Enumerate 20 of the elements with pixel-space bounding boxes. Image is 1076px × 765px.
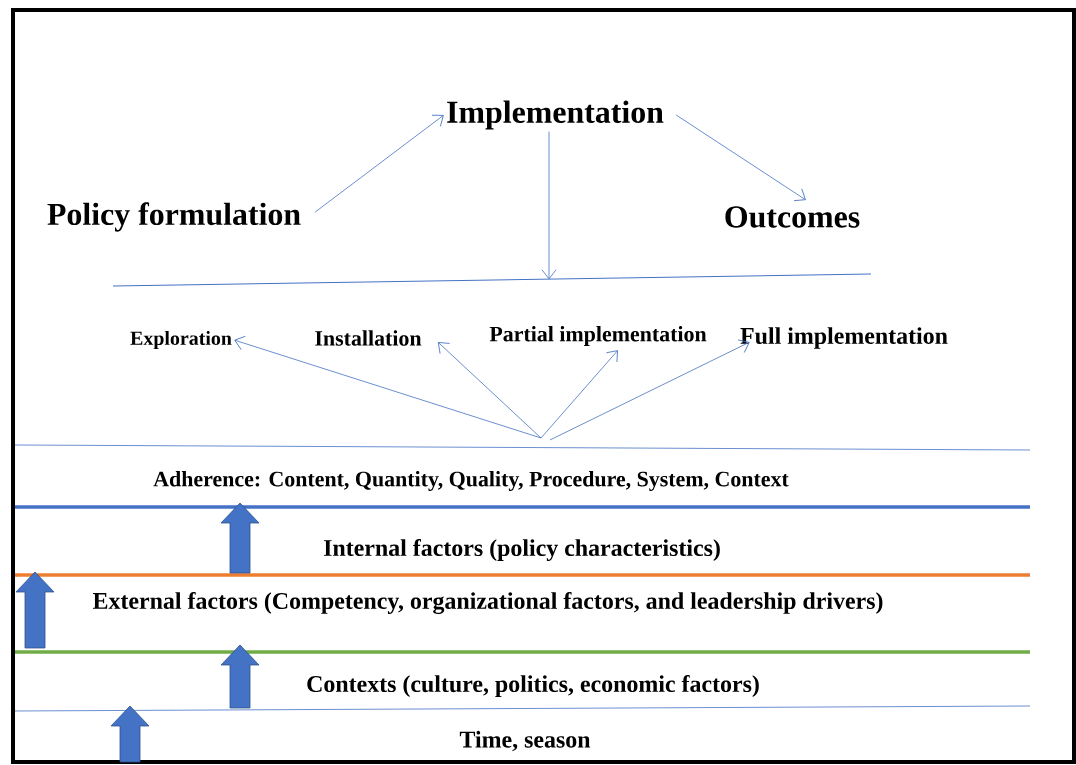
band-label: Adherence: Content, Quantity, Quality, Procedure, System, Context bbox=[153, 471, 789, 491]
node-label: Exploration bbox=[130, 330, 232, 349]
node-label: Policy formulation bbox=[47, 202, 301, 232]
node-label: Outcomes bbox=[725, 206, 860, 228]
band-label: Internal factors (policy characteristics) bbox=[323, 539, 720, 561]
node-label: Installation bbox=[315, 330, 422, 346]
divider-line bbox=[113, 273, 871, 287]
arrow bbox=[540, 350, 618, 439]
node-label: Full implementation bbox=[740, 327, 948, 349]
arrow bbox=[541, 131, 557, 280]
arrow bbox=[437, 342, 542, 439]
arrow bbox=[234, 335, 542, 439]
node-label: Partial implementation bbox=[489, 326, 707, 346]
arrow bbox=[549, 339, 750, 441]
band-label: Contexts (culture, politics, economic factors) bbox=[307, 675, 759, 697]
arrow bbox=[314, 114, 444, 213]
node-label: Implementation bbox=[447, 100, 664, 130]
band-label: Time, season bbox=[459, 730, 591, 752]
arrow bbox=[675, 114, 806, 201]
band-label: External factors (Competency, organizational factors, and leadership drivers) bbox=[92, 591, 883, 615]
